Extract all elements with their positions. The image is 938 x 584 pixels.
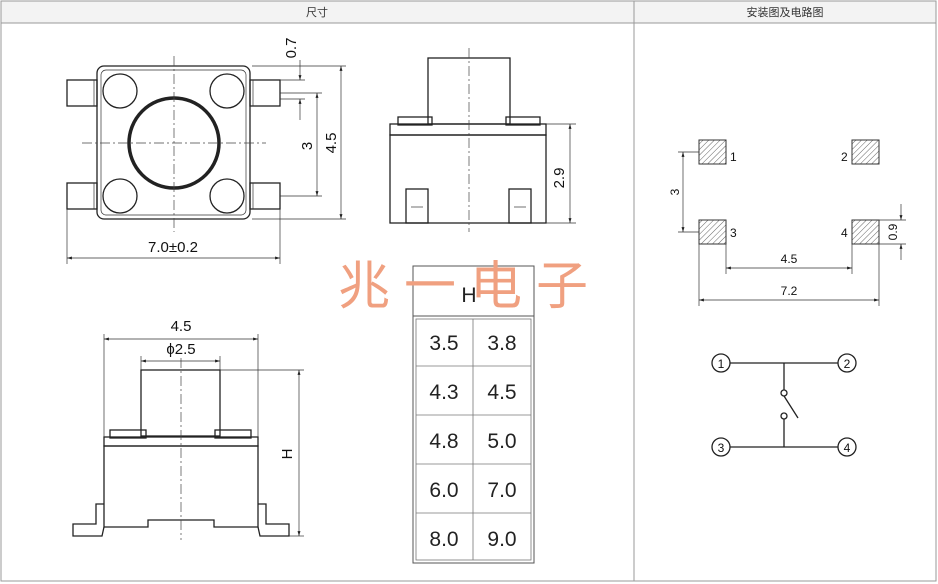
dim-footprint-horizontal: 4.5 bbox=[781, 252, 798, 266]
dim-height-variable: H bbox=[279, 449, 296, 460]
table-cell: 5.0 bbox=[487, 430, 516, 453]
circuit-schematic bbox=[711, 353, 857, 457]
pad-label-2: 2 bbox=[841, 150, 848, 164]
top-view-dimensions bbox=[66, 60, 346, 264]
table-cell: 8.0 bbox=[429, 528, 458, 551]
top-view bbox=[66, 56, 281, 232]
height-table bbox=[412, 265, 535, 564]
header-mounting-circuit: 安装图及电路图 bbox=[747, 5, 824, 19]
table-cell: 4.5 bbox=[487, 381, 516, 404]
table-cell: 4.8 bbox=[429, 430, 458, 453]
circuit-pin-1: 1 bbox=[718, 357, 725, 371]
side-view-dimensions bbox=[546, 123, 576, 224]
dim-pin-pitch: 3 bbox=[299, 142, 316, 150]
footprint-pads bbox=[698, 139, 880, 245]
circuit-pin-2: 2 bbox=[844, 357, 851, 371]
height-table-cells: 3.5 3.8 4.3 4.5 4.8 5.0 6.0 7.0 8.0 9.0 bbox=[429, 332, 516, 551]
pad-label-1: 1 bbox=[730, 150, 737, 164]
table-cell: 9.0 bbox=[487, 528, 516, 551]
watermark-text: 兆一电子 bbox=[338, 257, 602, 317]
table-header-h: H bbox=[461, 284, 476, 307]
side-view bbox=[389, 48, 547, 232]
dim-width-top: 7.0±0.2 bbox=[148, 239, 198, 256]
table-cell: 3.5 bbox=[429, 332, 458, 355]
dim-actuator-diameter: ϕ2.5 bbox=[166, 341, 195, 358]
footprint-dimensions bbox=[678, 151, 906, 306]
dim-pin-offset: 0.7 bbox=[283, 38, 300, 59]
circuit-pin-4: 4 bbox=[844, 441, 851, 455]
table-cell: 6.0 bbox=[429, 479, 458, 502]
table-cell: 7.0 bbox=[487, 479, 516, 502]
dim-side-height: 2.9 bbox=[551, 168, 568, 189]
pad-label-3: 3 bbox=[730, 226, 737, 240]
header-dimensions: 尺寸 bbox=[306, 5, 328, 19]
circuit-pin-3: 3 bbox=[718, 441, 725, 455]
front-view bbox=[72, 358, 290, 540]
dim-front-width: 4.5 bbox=[171, 318, 192, 335]
dim-footprint-vertical: 3 bbox=[668, 188, 682, 195]
dim-body-height: 4.5 bbox=[323, 133, 340, 154]
dim-footprint-overall: 7.2 bbox=[781, 284, 798, 298]
table-cell: 3.8 bbox=[487, 332, 516, 355]
dim-footprint-pad: 0.9 bbox=[886, 223, 900, 240]
pad-label-4: 4 bbox=[841, 226, 848, 240]
table-cell: 4.3 bbox=[429, 381, 458, 404]
front-view-dimensions bbox=[103, 334, 304, 537]
